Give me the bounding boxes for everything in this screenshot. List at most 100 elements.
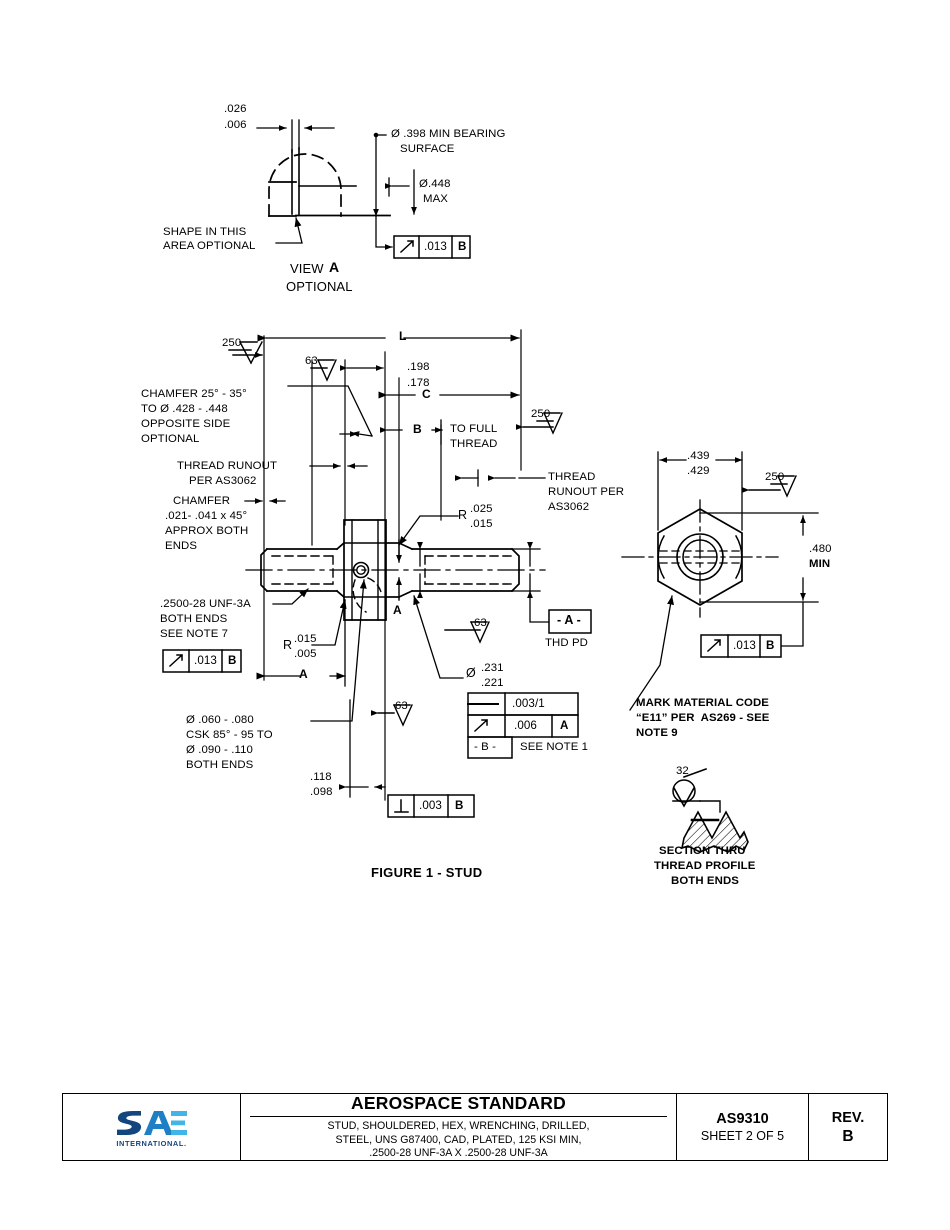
fcf-thread-tolerance: .013 xyxy=(194,654,217,667)
figure1-leader-r015 xyxy=(311,599,347,646)
thread-profile-shape xyxy=(680,810,749,853)
note-csk-line2: CSK 85° - 95 TO xyxy=(186,729,273,741)
note-mark-line1: MARK MATERIAL CODE xyxy=(636,697,769,709)
view-a-fcf-datum: B xyxy=(458,240,467,253)
view-a-dim-thickness xyxy=(256,119,335,153)
hex-sf-250-value: 250 xyxy=(765,471,785,483)
standard-name: AEROSPACE STANDARD xyxy=(351,1093,566,1114)
title-divider xyxy=(249,1116,668,1118)
fcf-perp-tolerance: .003 xyxy=(419,799,442,812)
figure1-datum-a-leader xyxy=(511,541,549,623)
dim-L: L xyxy=(399,329,407,343)
sae-logo-cell: INTERNATIONAL. xyxy=(63,1094,241,1160)
figure1-leader-csk xyxy=(310,579,367,722)
note-csk-line3: Ø .090 - .110 xyxy=(186,744,253,756)
hex-fcf-datum: B xyxy=(766,639,775,652)
view-a-title-optional: OPTIONAL xyxy=(286,279,353,294)
note-chamfer-line1: CHAMFER 25° - 35° xyxy=(141,388,247,400)
sf-250-top-value: 250 xyxy=(222,337,242,349)
figure1-fcf-stack xyxy=(467,692,579,759)
view-a-dim-006: .006 xyxy=(224,119,247,131)
view-a-dim-448: Ø.448 xyxy=(419,178,451,190)
title-cell: AEROSPACE STANDARD STUD, SHOULDERED, HEX… xyxy=(241,1093,677,1161)
view-a-dim-448-max: MAX xyxy=(423,193,448,205)
figure1-dim-118 xyxy=(338,699,386,798)
thread-profile-geometry xyxy=(672,767,721,813)
revision-label: REV. xyxy=(831,1109,865,1126)
document-number: AS9310 xyxy=(716,1111,769,1127)
hex-dim-height xyxy=(699,512,819,603)
dim-118: .118 xyxy=(310,771,332,783)
description-line3: .2500-28 UNF-3A X .2500-28 UNF-3A xyxy=(369,1147,548,1160)
note-runout-right-line1: THREAD xyxy=(548,471,596,483)
datum-a-label: - A - xyxy=(557,613,581,627)
sae-logo-mark xyxy=(116,1111,187,1135)
radius-015-upper: .015 xyxy=(294,633,317,645)
note-to-full-thread-line2: THREAD xyxy=(450,438,498,450)
engineering-drawing xyxy=(162,119,819,853)
view-a-fcf-tolerance: .013 xyxy=(424,240,447,253)
note-chamfer-line4: OPTIONAL xyxy=(141,433,200,445)
view-a-note-shape-line1: SHAPE IN THIS xyxy=(163,226,247,238)
dim-A: A xyxy=(299,667,308,681)
view-a-dim-026: .026 xyxy=(224,103,247,115)
view-a-note-bearing-line2: SURFACE xyxy=(400,143,455,155)
hex-dim-height-value: .480 xyxy=(809,543,832,555)
fcf-stack-see-note: SEE NOTE 1 xyxy=(520,741,589,753)
description: STUD, SHOULDERED, HEX, WRENCHING, DRILLE… xyxy=(328,1117,590,1161)
note-chamfer2-line2: .021- .041 x 45° xyxy=(165,510,248,522)
note-chamfer-line2: TO Ø .428 - .448 xyxy=(141,403,228,415)
document-cell: AS9310 SHEET 2 OF 5 xyxy=(677,1094,809,1160)
figure1-extension-lines xyxy=(263,329,522,801)
view-a-fcf-box xyxy=(393,235,471,259)
note-mark-line2: “E11” PER AS269 - SEE xyxy=(636,712,770,724)
view-a-title: VIEW xyxy=(290,261,324,276)
fcf-stack-row2-datum: A xyxy=(560,719,569,732)
note-to-full-thread-line1: TO FULL xyxy=(450,423,498,435)
note-chamfer2-line1: CHAMFER xyxy=(173,495,231,507)
note-mark-line3: NOTE 9 xyxy=(636,727,678,739)
radius-025-label: R xyxy=(458,508,468,522)
note-thread-spec-line2: BOTH ENDS xyxy=(160,613,228,625)
figure1-datum-a-box xyxy=(548,609,592,634)
fcf-thread-datum: B xyxy=(228,654,237,667)
sf-63-low-value: 63 xyxy=(395,700,408,712)
diameter-symbol-231: Ø xyxy=(466,666,476,680)
note-chamfer2-line3: APPROX BOTH xyxy=(165,525,249,537)
figure1-dim-A xyxy=(256,599,346,687)
thread-profile-caption-line3: BOTH ENDS xyxy=(671,875,739,887)
note-runout-right-line2: RUNOUT PER xyxy=(548,486,625,498)
view-a-geometry xyxy=(268,147,391,217)
dim-098: .098 xyxy=(310,786,333,798)
hex-dim-height-min: MIN xyxy=(809,558,831,570)
radius-015-label: R xyxy=(283,638,293,652)
hex-dim-across-flats-min: .429 xyxy=(687,465,710,477)
figure1-fcf-thread-box xyxy=(162,649,242,673)
fcf-stack-datum-b: - B - xyxy=(474,741,497,753)
figure1-sf-250-right xyxy=(515,412,563,435)
thread-profile-caption-line1: SECTION THRU xyxy=(659,845,746,857)
hex-fcf-tolerance: .013 xyxy=(733,639,756,652)
thread-profile-caption-line2: THREAD PROFILE xyxy=(654,860,756,872)
radius-015-lower: .005 xyxy=(294,648,317,660)
sf-250-right-value: 250 xyxy=(531,408,551,420)
note-chamfer2-line4: ENDS xyxy=(165,540,198,552)
figure-caption: FIGURE 1 - STUD xyxy=(371,865,483,880)
hex-dim-across-flats-max: .439 xyxy=(687,450,710,462)
title-block: INTERNATIONAL. AEROSPACE STANDARD STUD, … xyxy=(62,1093,888,1161)
figure1-sf-63-low xyxy=(370,704,413,727)
view-a-leader-shape xyxy=(275,217,303,244)
view-a-fcf-leader xyxy=(375,215,393,250)
note-runout-right-line3: AS3062 xyxy=(548,501,590,513)
section-letter-a: A xyxy=(393,603,402,617)
sf-63-mid-value: 63 xyxy=(474,617,487,629)
dim-B: B xyxy=(413,422,422,436)
hex-sf-250 xyxy=(741,475,797,498)
figure1-sf-63-top xyxy=(310,359,337,382)
note-thread-spec-line1: .2500-28 UNF-3A xyxy=(160,598,251,610)
description-line1: STUD, SHOULDERED, HEX, WRENCHING, DRILLE… xyxy=(327,1120,590,1133)
sf-63-top-value: 63 xyxy=(305,355,318,367)
note-runout-left-line1: THREAD RUNOUT xyxy=(177,460,278,472)
revision-cell: REV. B xyxy=(809,1094,887,1160)
